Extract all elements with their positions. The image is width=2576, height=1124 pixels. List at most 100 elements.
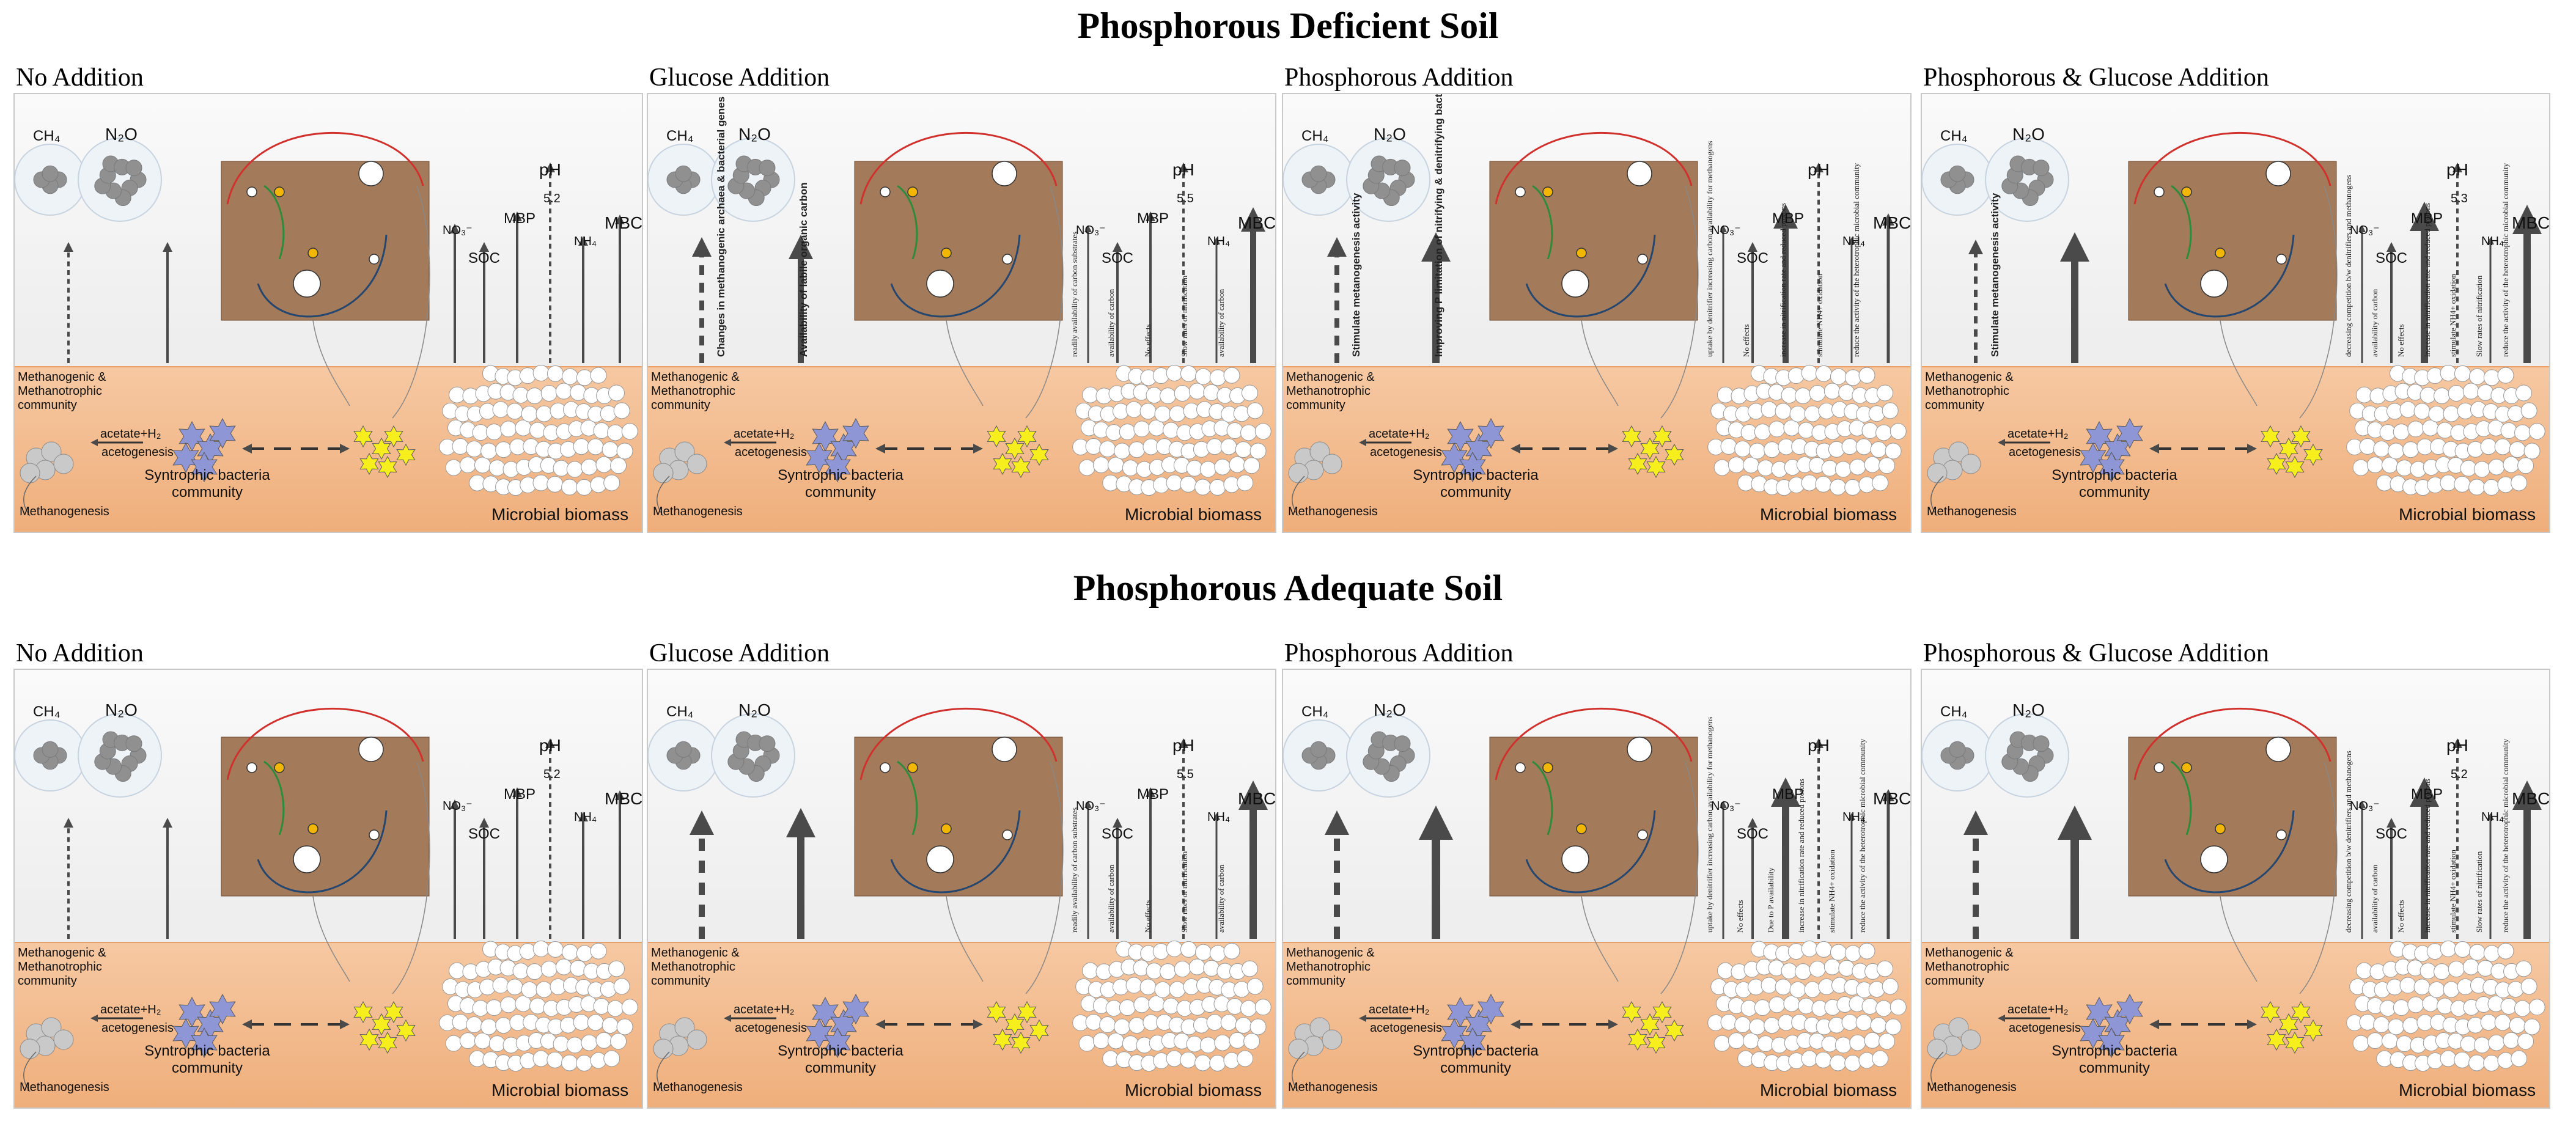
no3-label: NO₃⁻ [1076, 224, 1106, 237]
biomass-cell [1169, 981, 1186, 998]
biomass-cell [613, 402, 630, 419]
yellow-star [1011, 1031, 1031, 1054]
biomass-cell [576, 479, 593, 496]
yellow-star [1622, 425, 1641, 448]
n-cycle-red-arc [1495, 708, 1693, 781]
biomass-cell [2503, 1032, 2520, 1049]
gas-molecule [1394, 735, 1411, 752]
biomass-cell [2517, 1033, 2534, 1050]
methanogenesis-link [1292, 476, 1305, 516]
gas-molecule [42, 741, 59, 758]
methanogenesis-label: Methanogenesis [653, 505, 743, 518]
soil-property-annotation: readily availability of carbon substrate… [1070, 807, 1079, 933]
syntrophic-star [172, 442, 199, 474]
soil-property-annotation: stimulate NH4+ oxidation [1827, 850, 1836, 933]
yellow-star [1017, 1001, 1037, 1024]
yellow-star [359, 1028, 379, 1051]
n-cycle-node [246, 186, 257, 197]
panel-title: Glucose Addition [649, 639, 830, 667]
soil-property-annotation: stimulate NH4+ oxidation [1815, 274, 1824, 357]
ph-label: pH [1808, 160, 1830, 179]
soil-property-annotation: increase in nitrification rate and reduc… [2422, 203, 2432, 357]
soil-property-annotation: decreasing competition b/w denitrifiers … [2344, 175, 2353, 357]
mbp-label: MBP [1772, 786, 1805, 803]
n-cycle-blue-arc [2164, 810, 2295, 894]
n-cycle-node [1542, 186, 1553, 197]
biomass-cell [2454, 365, 2471, 382]
panel-title: Glucose Addition [649, 64, 830, 92]
biomass-cell [2511, 474, 2528, 491]
biomass-cell [1188, 958, 1205, 975]
biomass-cell [2413, 403, 2431, 420]
biomass-cell [600, 405, 617, 422]
ch4-label: CH₄ [1301, 128, 1329, 144]
biomass-cell [1092, 1032, 1110, 1049]
syntrophic-star [209, 993, 236, 1025]
ph-value-label: 5.2 [2451, 768, 2468, 781]
mbc-label: MBC [2512, 213, 2550, 232]
gas-flux-annotation: Changes in methanogenic archaea & bacter… [715, 96, 727, 357]
biomass-cell [1801, 940, 1818, 957]
yellow-star [2291, 1001, 2311, 1024]
biomass-cell [1855, 1014, 1872, 1031]
methanogenesis-link [1292, 1051, 1305, 1092]
biomass-cell [521, 981, 538, 998]
biomass-cell [1085, 1013, 1102, 1030]
biomass-cell [2407, 421, 2424, 438]
mbp-label: MBP [1137, 786, 1169, 803]
panel-title: Phosphorous & Glucose Addition [1923, 639, 2269, 667]
soil-property-annotation: availability of carbon [1216, 864, 1226, 933]
soil-property-annotation: No effects [2396, 324, 2405, 357]
n-cycle-node [274, 186, 285, 197]
biomass-cell [1160, 963, 1177, 980]
biomass-cell [485, 999, 502, 1016]
biomass-cell [1214, 458, 1231, 476]
biomass-cell [1194, 1054, 1212, 1071]
gas-molecule [125, 160, 142, 177]
syntrophic-star [1441, 442, 1468, 474]
yellow-star [1005, 1013, 1025, 1036]
yellow-star [2285, 1031, 2305, 1054]
yellow-star [378, 1031, 397, 1054]
syntrophic-bacteria-label: Syntrophic bacteria community [1413, 1043, 1539, 1076]
no3-label: NO₃⁻ [1711, 799, 1741, 813]
biomass-cell [466, 1016, 483, 1034]
biomass-cell [2440, 940, 2457, 957]
acetogenesis-label: acetogenesis [101, 1021, 174, 1035]
syntrophic-star [1459, 451, 1486, 483]
biomass-cell [561, 1054, 578, 1071]
biomass-cell [1876, 384, 1893, 402]
microbial-biomass-label: Microbial biomass [1760, 1081, 1897, 1100]
biomass-cell [500, 996, 517, 1013]
biomass-cell [2399, 401, 2416, 418]
inset-link-left [312, 320, 350, 406]
n-cycle-node [941, 823, 952, 834]
biomass-cell [587, 438, 604, 455]
yellow-star [1622, 1001, 1641, 1024]
biomass-cell [474, 457, 491, 474]
biomass-cell [2381, 457, 2398, 474]
biomass-cell [500, 421, 517, 438]
acetate-h2-label: acetate+H₂ [734, 1003, 795, 1016]
inset-link-right [1660, 185, 1699, 419]
biomass-cell [570, 384, 587, 401]
biomass-cell [608, 384, 625, 402]
soc-label: SOC [468, 826, 501, 842]
n2o-sphere [1346, 138, 1430, 222]
biomass-cell [1114, 443, 1131, 460]
mbp-label: MBP [1772, 210, 1805, 227]
biomass-cell [2381, 1032, 2398, 1049]
biomass-cell [1180, 365, 1197, 382]
gas-molecule [759, 735, 776, 752]
biomass-cell [2483, 945, 2500, 962]
biomass-cell [603, 474, 620, 491]
biomass-cell [1199, 1037, 1216, 1054]
biomass-cell [1099, 1016, 1116, 1034]
methanogenesis-label: Methanogenesis [1288, 505, 1378, 518]
n-cycle-green-arc [1532, 185, 1553, 260]
biomass-cell [2396, 1035, 2413, 1052]
biomass-cell [2500, 422, 2517, 439]
panel-artwork [1283, 132, 1907, 516]
